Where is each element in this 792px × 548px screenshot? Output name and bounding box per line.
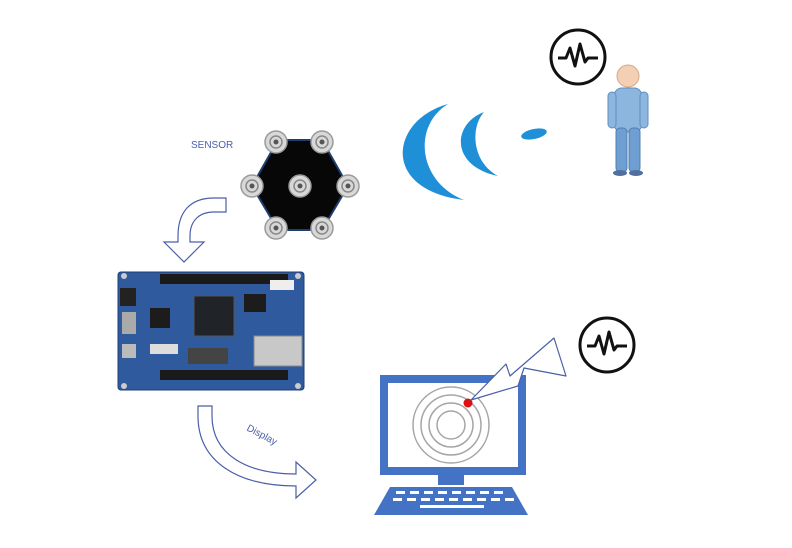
- board-to-laptop-arrow: [197, 405, 317, 500]
- person-icon: [607, 64, 649, 176]
- sensor-to-board-arrow: [162, 197, 227, 263]
- heartbeat-icon: [578, 316, 636, 374]
- fpga-board-icon: [117, 271, 305, 391]
- sensor-array-icon: [240, 130, 360, 240]
- heartbeat-icon: [549, 28, 607, 86]
- laptop-icon: [374, 375, 528, 515]
- lightning-icon: [470, 337, 567, 401]
- display-label: Display: [245, 423, 279, 448]
- signal-waves-icon: [402, 104, 547, 200]
- target-dot: [463, 398, 473, 408]
- sensor-label: SENSOR: [191, 140, 233, 151]
